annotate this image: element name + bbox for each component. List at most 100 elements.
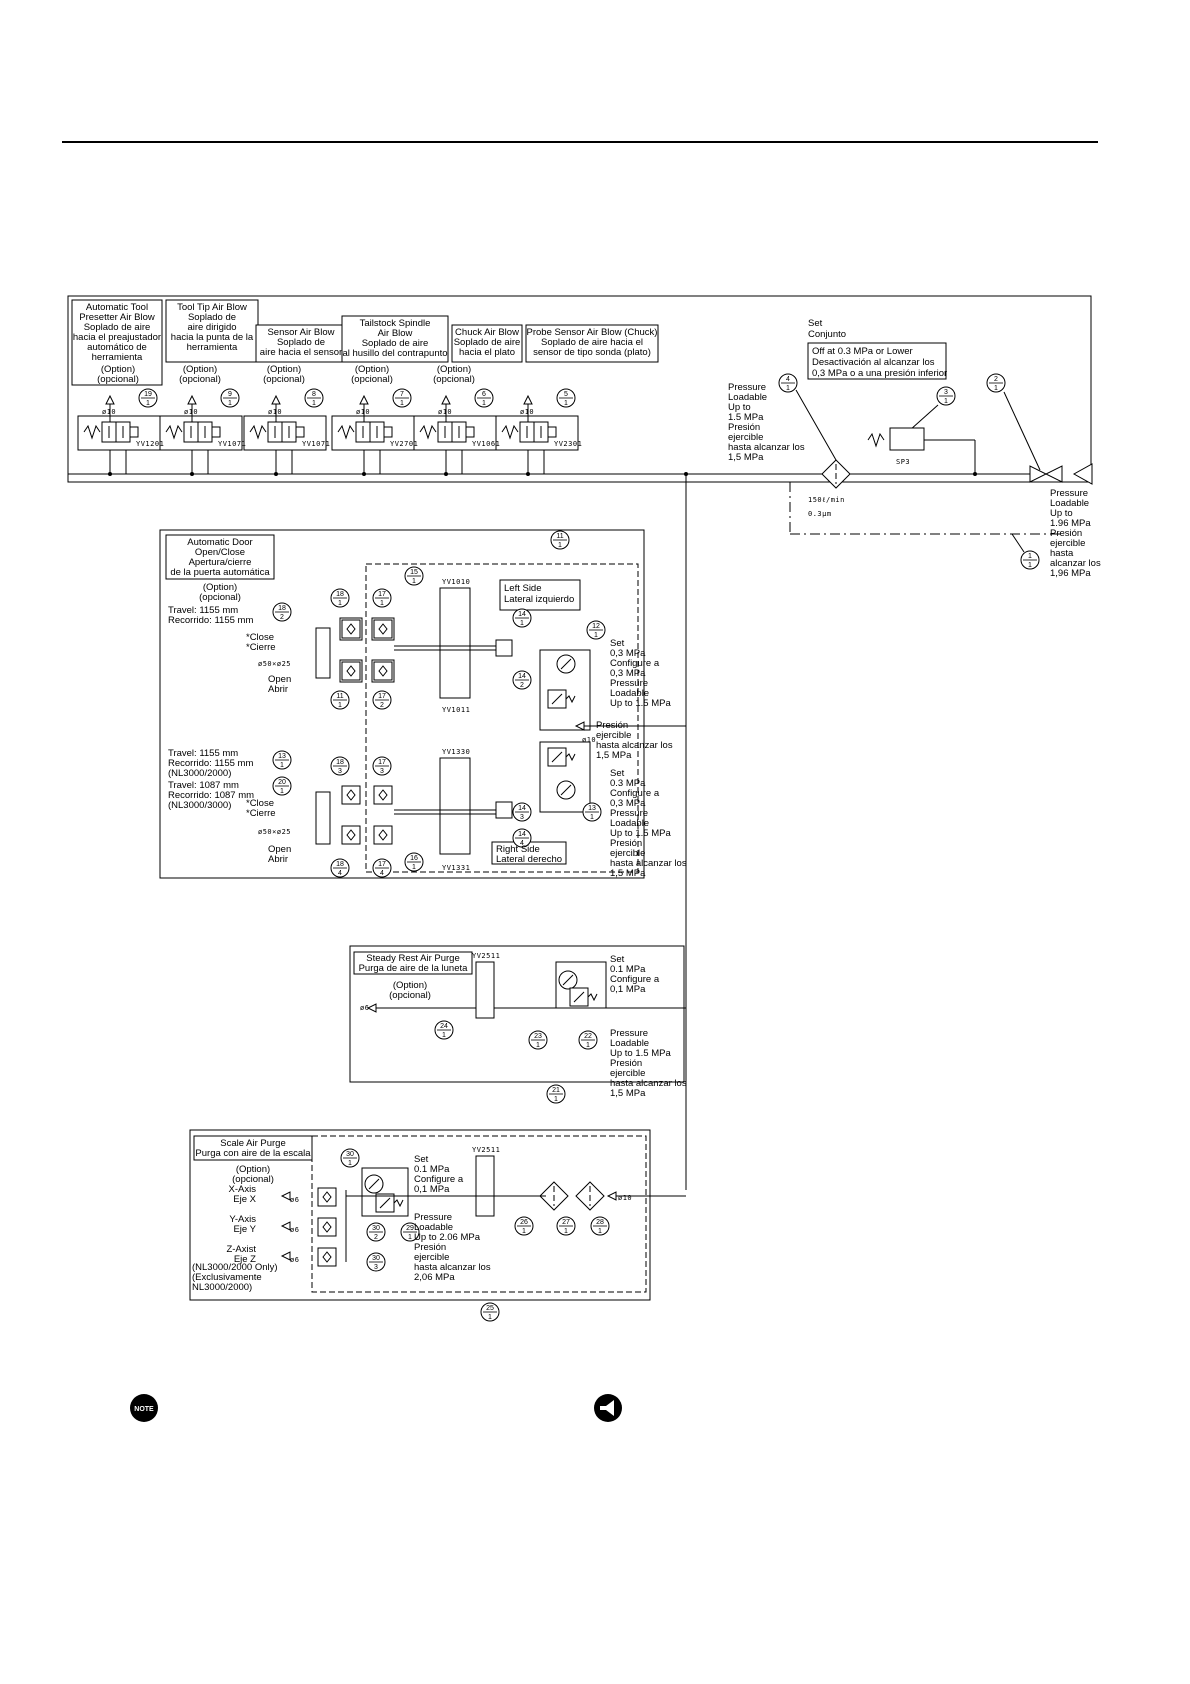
callout-number: 13 — [278, 753, 286, 760]
callout-number: 30 — [372, 1255, 380, 1262]
axis-port-0: ø6 — [290, 1196, 299, 1204]
steady-set: 0.1 MPa — [610, 964, 646, 975]
bubble-18-4: 184 — [330, 858, 350, 878]
callout-number: 27 — [562, 1219, 570, 1226]
pressure-switch — [889, 427, 925, 451]
callout-number: 17 — [378, 861, 386, 868]
callout-number: 15 — [410, 569, 418, 576]
option-presetter: (opcional) — [97, 374, 139, 385]
callout-qty: 1 — [482, 400, 486, 407]
callout-qty: 1 — [1028, 562, 1032, 569]
callout-number: 13 — [588, 805, 596, 812]
port-chuck: ø10 — [438, 408, 452, 416]
port-probe: ø10 — [520, 408, 534, 416]
title-sensor: Sensor Air Blow — [267, 327, 334, 338]
steady-reg-frame — [555, 961, 607, 1009]
door-travel-3: Travel: 1087 mm — [168, 780, 239, 791]
bubble-27: 271 — [556, 1216, 576, 1236]
door-port: ø10 — [582, 736, 596, 744]
outlet-tailstock — [359, 394, 369, 405]
door-title: Apertura/cierre — [189, 557, 252, 568]
valve-probe — [501, 421, 557, 443]
title-presetter: Soplado de aire — [84, 322, 151, 333]
valve-label-tailstock: YV2701 — [390, 440, 418, 448]
axis-check-2 — [317, 1247, 337, 1267]
bubble-30-2: 302 — [366, 1222, 386, 1242]
callout-qty: 1 — [598, 1228, 602, 1235]
axis-1: Y-Axis — [229, 1214, 256, 1225]
axis-1: Eje Y — [233, 1224, 256, 1235]
axis-outlet-1 — [280, 1221, 291, 1231]
callout-number: 20 — [278, 779, 286, 786]
door-frame — [159, 529, 645, 879]
callout-qty: 1 — [442, 1032, 446, 1039]
door-set-right: 0.3 MPa — [610, 778, 646, 789]
steady-gauge — [558, 970, 578, 990]
door-cell-r — [495, 801, 513, 819]
bubble-22: 221 — [578, 1030, 598, 1050]
steady-valve-label: YV2511 — [472, 952, 500, 960]
callout-number: 23 — [534, 1033, 542, 1040]
title-probe: Soplado de aire hacia el — [541, 337, 643, 348]
door-open-2: Abrir — [268, 854, 288, 865]
pressure-right: Pressure — [1050, 488, 1088, 499]
door-cylinder-1 — [315, 627, 331, 679]
callout-number: 3 — [944, 389, 948, 396]
scale-pressure: Presión — [414, 1242, 446, 1253]
axis-check-0 — [317, 1187, 337, 1207]
pressure-right: alcanzar los — [1050, 558, 1101, 569]
outlet-sensor — [271, 394, 281, 405]
callout-qty: 1 — [380, 600, 384, 607]
callout-qty: 1 — [348, 1160, 352, 1167]
title-presetter: automático de — [87, 342, 147, 353]
junction — [108, 472, 112, 476]
title-chuck: Chuck Air Blow — [455, 327, 519, 338]
callout-qty: 1 — [594, 632, 598, 639]
steady-pressure: ejercible — [610, 1068, 645, 1079]
option-chuck: (opcional) — [433, 374, 475, 385]
title-probe: sensor de tipo sonda (plato) — [533, 347, 651, 358]
callout-qty: 1 — [408, 1234, 412, 1241]
pressure-right: hasta — [1050, 548, 1074, 559]
callout-qty: 1 — [564, 1228, 568, 1235]
door-open-1: Abrir — [268, 684, 288, 695]
main-filter — [821, 459, 851, 489]
callout-qty: 1 — [228, 400, 232, 407]
option-tailstock: (opcional) — [351, 374, 393, 385]
callout-qty: 1 — [280, 788, 284, 795]
title-sensor: aire hacia el sensor — [260, 347, 342, 358]
scale-inlet — [606, 1191, 617, 1201]
callout-qty: 1 — [554, 1096, 558, 1103]
door-set-left: Pressure — [610, 678, 648, 689]
steady-pressure: Presión — [610, 1058, 642, 1069]
door-pres-left: ejercible — [596, 730, 631, 741]
steady-set: Set — [610, 954, 625, 965]
door-set-right: ejercible — [610, 848, 645, 859]
callout-qty: 1 — [786, 385, 790, 392]
door-cylinder-2 — [315, 791, 331, 845]
callout-qty: 1 — [558, 542, 562, 549]
pressure-left: 1.5 MPa — [728, 412, 764, 423]
title-probe: Probe Sensor Air Blow (Chuck) — [527, 327, 658, 338]
check-1 — [341, 619, 361, 639]
valve-yv1011: YV1011 — [442, 706, 470, 714]
callout-number: 5 — [564, 391, 568, 398]
callout-number: 18 — [336, 591, 344, 598]
title-tooltip: aire dirigido — [187, 322, 236, 333]
scale-pressure: Pressure — [414, 1212, 452, 1223]
door-set-left: Set — [610, 638, 625, 649]
callout-number: 8 — [312, 391, 316, 398]
callout-qty: 1 — [312, 400, 316, 407]
callout-number: 1 — [1028, 553, 1032, 560]
door-pres-left: Presión — [596, 720, 628, 731]
callout-qty: 2 — [380, 702, 384, 709]
scale-filter-2 — [575, 1181, 605, 1211]
door-set-right: Configure a — [610, 788, 660, 799]
bubble-18-2: 182 — [272, 602, 292, 622]
door-open-1: Open — [268, 674, 291, 685]
door-valve-left — [439, 587, 471, 699]
valve-yv1010: YV1010 — [442, 578, 470, 586]
steady-frame — [349, 945, 685, 1083]
left-side-label: Left Side — [504, 583, 542, 594]
bubble-tooltip: 91 — [220, 388, 240, 408]
